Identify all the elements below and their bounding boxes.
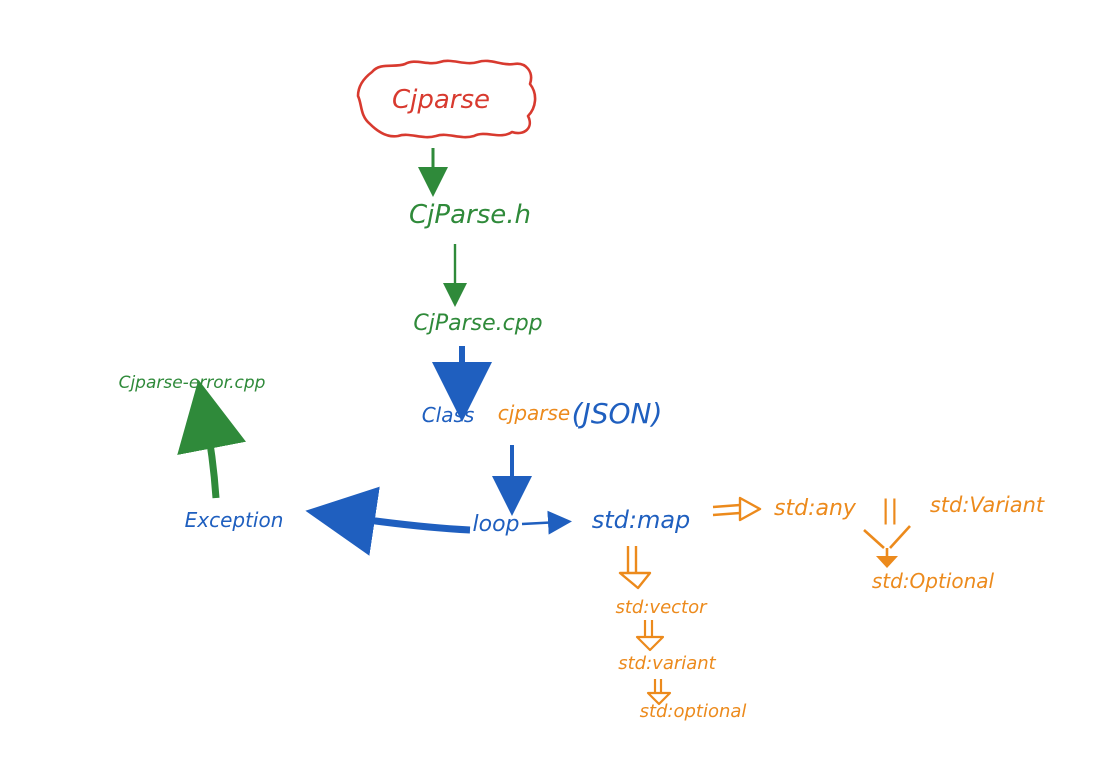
- or-symbol: ||: [881, 495, 899, 525]
- std-any-label: std:any: [774, 496, 857, 521]
- arrow-vector-to-variant: [635, 620, 665, 652]
- class-name: cjparse: [498, 401, 570, 425]
- arrow-map-to-any: [712, 496, 762, 522]
- class-param: (JSON): [572, 397, 663, 430]
- class-keyword: Class: [422, 403, 475, 427]
- arrow-loop-to-exception: [305, 486, 471, 556]
- std-optional-right-label: std:Optional: [872, 569, 995, 593]
- std-variant-right-label: std:Variant: [930, 493, 1045, 517]
- arrow-any-variant-to-optional: [863, 525, 911, 568]
- arrow-variant-to-optional: [646, 679, 672, 706]
- std-optional-bottom-label: std:optional: [640, 701, 747, 722]
- cjparse-h-label: CjParse.h: [409, 200, 531, 230]
- exception-label: Exception: [185, 508, 284, 532]
- cjparse-error-cpp-label: Cjparse-error.cpp: [119, 373, 266, 393]
- cjparse-cpp-label: CjParse.cpp: [413, 311, 542, 336]
- arrow-exception-to-error: [177, 379, 246, 499]
- arrow-loop-to-map: [521, 510, 572, 535]
- std-map-label: std:map: [592, 506, 691, 534]
- arrow-map-to-vector: [618, 546, 652, 590]
- root-cloud-outline: [356, 59, 537, 139]
- root-node-label: Cjparse: [392, 85, 490, 115]
- loop-label: loop: [473, 512, 520, 537]
- std-vector-label: std:vector: [615, 597, 708, 618]
- std-variant-bottom-label: std:variant: [618, 653, 716, 674]
